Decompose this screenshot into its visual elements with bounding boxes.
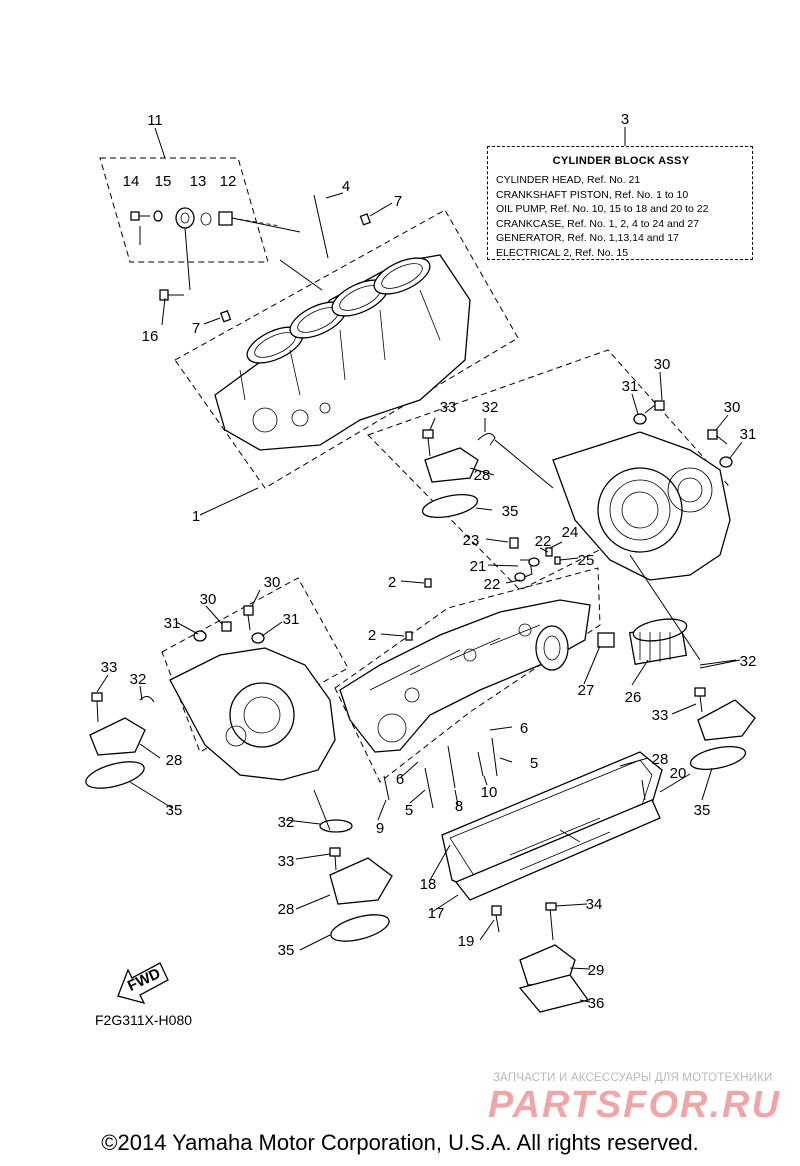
callout-32b: 32: [740, 653, 757, 670]
callout-15: 15: [155, 173, 172, 190]
part-group-11: [99, 127, 301, 291]
callout-32d: 32: [278, 814, 295, 831]
callout-31b: 31: [740, 426, 757, 443]
copyright-notice: ©2014 Yamaha Motor Corporation, U.S.A. A…: [101, 1130, 699, 1155]
callout-29: 29: [588, 962, 605, 979]
callout-13: 13: [190, 173, 207, 190]
callout-7a: 7: [394, 193, 402, 210]
callout-11: 11: [147, 112, 163, 129]
forward-direction-arrow: FWD: [117, 962, 169, 1005]
oil-pan: [441, 751, 663, 933]
callout-31d: 31: [283, 611, 300, 628]
legend-lines: CYLINDER HEAD, Ref. No. 21 CRANKSHAFT PI…: [496, 173, 708, 260]
callout-26: 26: [625, 689, 642, 706]
engine-mount-lower: [319, 819, 393, 942]
engine-mount-bottom: [518, 902, 590, 1013]
watermark-tagline: ЗАПЧАСТИ И АКСЕССУАРЫ ДЛЯ МОТОТЕХНИКИ: [493, 1072, 773, 1084]
oil-fittings: [509, 537, 561, 582]
callout-28b: 28: [652, 751, 669, 768]
cylinder-block-assembly: [174, 194, 519, 516]
callout-35a: 35: [502, 503, 519, 520]
callout-10: 10: [481, 784, 498, 801]
watermark-brand: PARTSFOR.RU: [488, 1084, 781, 1126]
legend-line: GENERATOR, Ref. No. 1,13,14 and 17: [496, 232, 679, 244]
callout-36: 36: [588, 995, 605, 1012]
callout-33b: 33: [652, 707, 669, 724]
callout-5b: 5: [405, 802, 413, 819]
callout-27: 27: [578, 682, 595, 699]
callout-31c: 31: [164, 615, 181, 632]
callout-9: 9: [376, 820, 384, 837]
callout-5a: 5: [530, 755, 538, 772]
callout-6a: 6: [520, 720, 528, 737]
callout-35d: 35: [278, 942, 295, 959]
callout-31a: 31: [622, 378, 639, 395]
legend-line: CRANKSHAFT PISTON, Ref. No. 1 to 10: [496, 188, 689, 201]
part-16-bolt: [159, 289, 184, 301]
legend-line: OIL PUMP, Ref. No. 10, 15 to 18 and 20 t…: [496, 203, 709, 215]
callout-28c: 28: [166, 752, 183, 769]
callout-3: 3: [621, 111, 629, 128]
callout-33d: 33: [278, 853, 295, 870]
callout-33a: 33: [440, 399, 457, 416]
callout-30d: 30: [264, 574, 281, 591]
callout-6b: 6: [396, 771, 404, 788]
callout-32a: 32: [482, 399, 499, 416]
callout-12: 12: [220, 173, 237, 190]
crankcase-assembly: [334, 567, 601, 809]
callout-35c: 35: [166, 802, 183, 819]
callout-22a: 22: [535, 533, 552, 550]
oil-filter: [597, 618, 688, 666]
legend-title: CYLINDER BLOCK ASSY: [552, 155, 690, 167]
callout-23: 23: [463, 532, 480, 549]
callout-16: 16: [142, 328, 159, 345]
callout-18: 18: [420, 876, 437, 893]
leader-lines: [96, 127, 743, 1003]
callout-34: 34: [586, 896, 603, 913]
callout-14: 14: [123, 173, 140, 190]
callout-19: 19: [458, 933, 475, 950]
callout-28d: 28: [278, 901, 295, 918]
callout-labels: 11 14 15 13 12 16 4 7 7 3 1 33 32 28 35 …: [101, 111, 757, 1012]
assembly-legend-box: CYLINDER BLOCK ASSY CYLINDER HEAD, Ref. …: [487, 146, 753, 260]
callout-7b: 7: [192, 320, 200, 337]
diagram-code: F2G311X-H080: [95, 1012, 193, 1028]
generator-cover-left: [85, 577, 349, 789]
legend-line: ELECTRICAL 2, Ref. No. 15: [496, 246, 629, 259]
callout-20: 20: [670, 765, 687, 782]
callout-22b: 22: [484, 576, 501, 593]
callout-30b: 30: [724, 399, 741, 416]
callout-8: 8: [455, 798, 463, 815]
callout-32c: 32: [130, 671, 147, 688]
callout-21: 21: [470, 558, 487, 575]
engine-mount-right: [689, 659, 756, 771]
legend-line: CYLINDER HEAD, Ref. No. 21: [496, 174, 641, 186]
callout-1: 1: [192, 508, 200, 525]
callout-2a: 2: [388, 574, 396, 591]
callout-30a: 30: [654, 356, 671, 373]
callout-35b: 35: [694, 802, 711, 819]
callout-24: 24: [562, 524, 579, 541]
callout-30c: 30: [200, 591, 217, 608]
callout-2b: 2: [368, 627, 376, 644]
callout-17: 17: [428, 905, 445, 922]
callout-28a: 28: [474, 467, 491, 484]
callout-25: 25: [578, 552, 595, 569]
legend-line: CRANKCASE, Ref. No. 1, 2, 4 to 24 and 27: [496, 217, 700, 230]
callout-33c: 33: [101, 659, 118, 676]
callout-4: 4: [342, 178, 350, 195]
